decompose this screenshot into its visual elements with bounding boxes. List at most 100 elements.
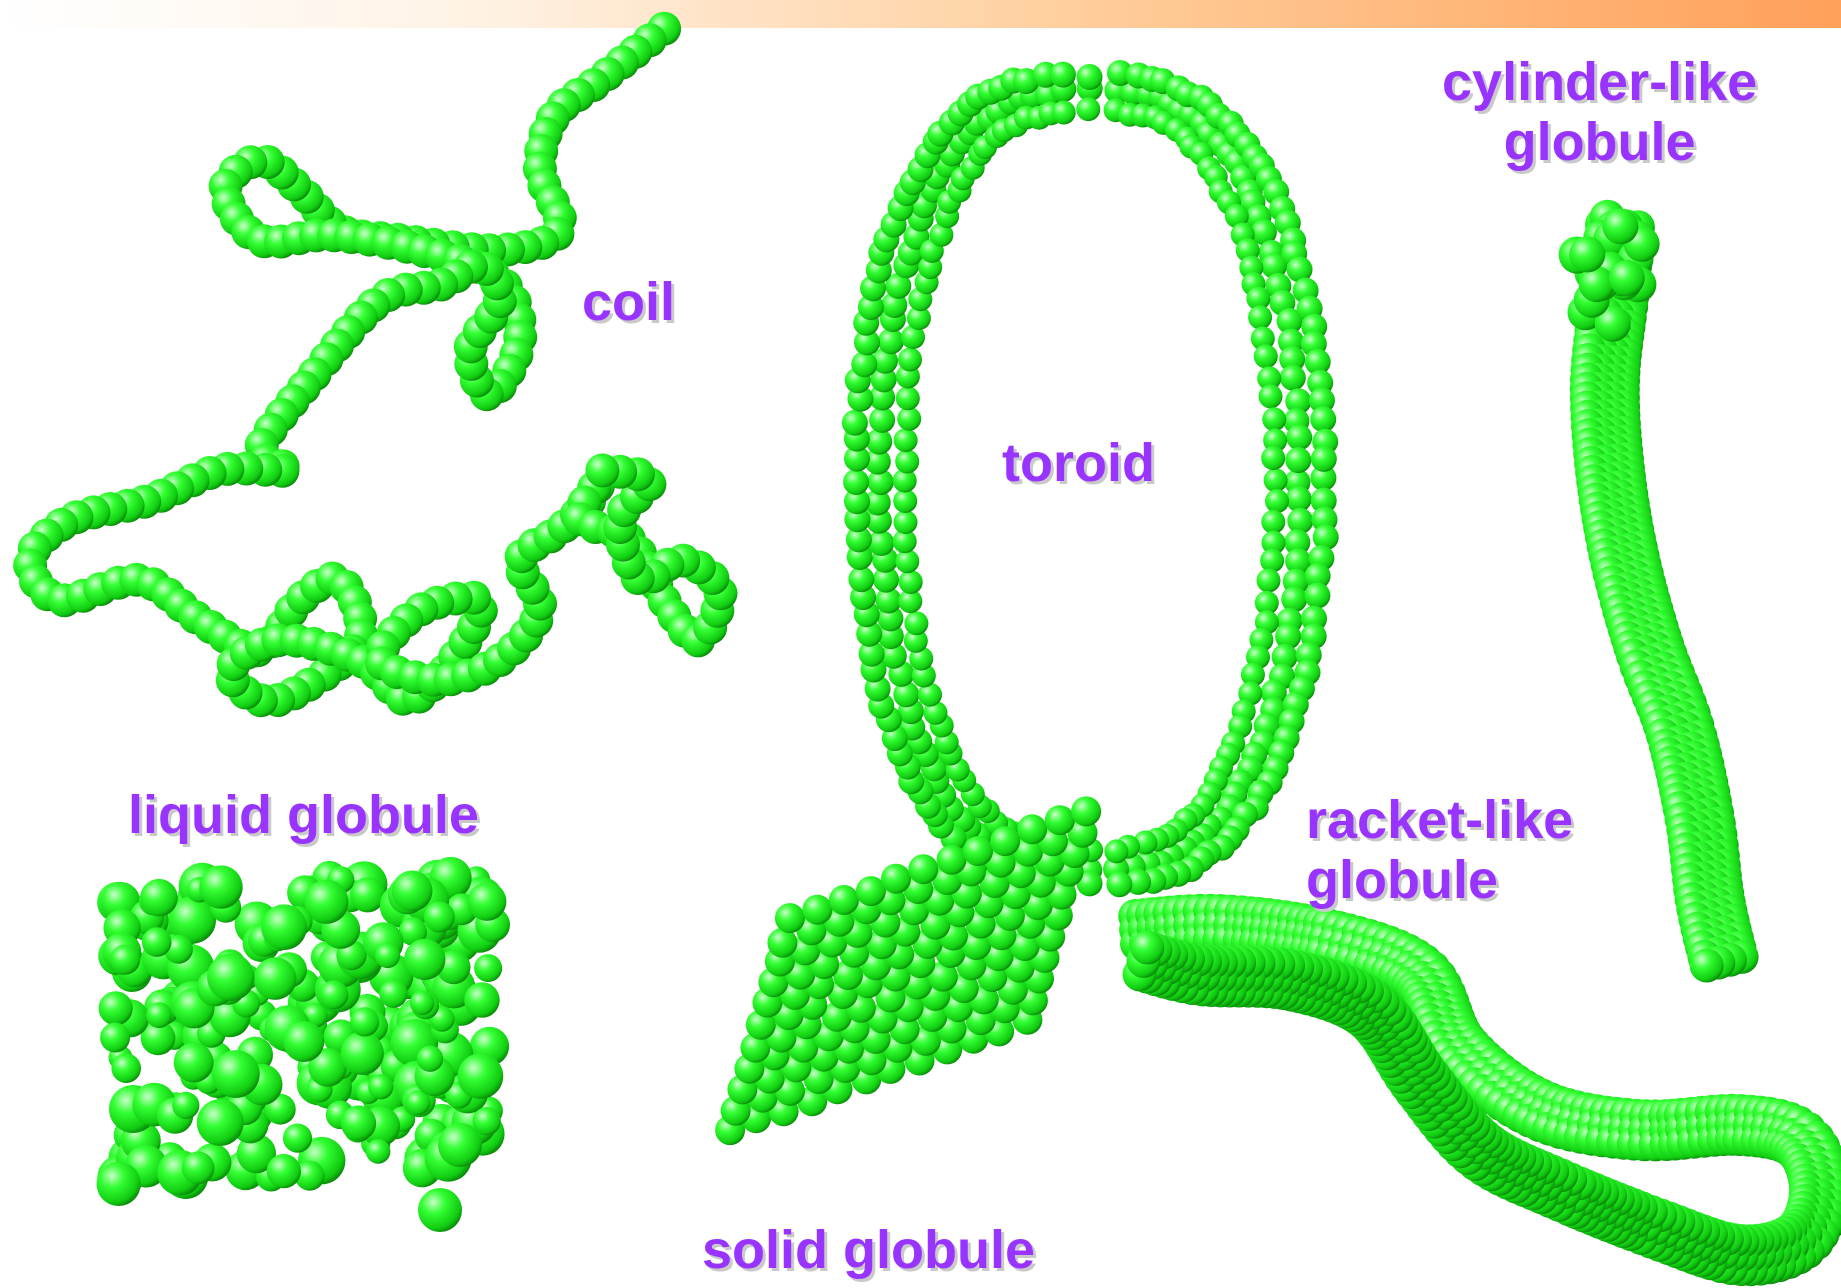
bead xyxy=(1262,407,1286,431)
bead xyxy=(207,954,254,1001)
bead xyxy=(963,836,993,866)
label-cylinder-line2: globule xyxy=(1442,112,1757,172)
bead xyxy=(1602,208,1638,244)
bead xyxy=(1076,97,1100,121)
bead xyxy=(464,982,500,1018)
bead xyxy=(110,945,140,975)
bead xyxy=(1106,871,1132,897)
bead xyxy=(212,1050,260,1098)
bead xyxy=(1280,365,1306,391)
bead xyxy=(1609,260,1645,296)
bead xyxy=(1045,805,1075,835)
label-coil: coil xyxy=(582,272,675,332)
bead xyxy=(350,1007,379,1036)
label-cylinder-like-globule: cylinder-like globule xyxy=(1442,52,1757,173)
bead xyxy=(1017,814,1047,844)
bead xyxy=(172,1092,199,1119)
coil-conformation xyxy=(13,12,737,718)
bead xyxy=(1690,949,1724,983)
bead xyxy=(898,348,922,372)
bead xyxy=(802,895,832,925)
bead xyxy=(197,1099,244,1146)
bead xyxy=(319,980,348,1009)
bead xyxy=(1104,839,1128,863)
bead xyxy=(1130,931,1164,965)
bead xyxy=(97,1162,141,1206)
bead xyxy=(1071,796,1101,826)
bead xyxy=(341,1032,384,1075)
label-racket-line1: racket-like xyxy=(1306,790,1573,850)
bead xyxy=(878,328,904,354)
bead xyxy=(1569,237,1605,273)
bead xyxy=(842,410,868,436)
bead xyxy=(261,904,307,950)
bead xyxy=(1264,468,1288,492)
bead xyxy=(111,1053,141,1083)
label-toroid: toroid xyxy=(1002,433,1155,493)
bead xyxy=(899,570,923,594)
bead xyxy=(881,864,911,894)
bead xyxy=(392,871,433,912)
bead xyxy=(1050,62,1076,88)
bead xyxy=(418,1188,462,1232)
bead xyxy=(140,879,178,917)
bead xyxy=(1248,305,1272,329)
label-liquid-globule: liquid globule xyxy=(128,785,479,845)
bead xyxy=(366,1139,391,1164)
bead xyxy=(199,865,242,908)
bead xyxy=(1260,549,1284,573)
bead xyxy=(1311,446,1337,472)
bead xyxy=(1257,569,1281,593)
bead xyxy=(404,939,445,980)
bead xyxy=(893,489,917,513)
bead xyxy=(1286,424,1312,450)
bead xyxy=(283,1124,312,1153)
bead xyxy=(99,991,133,1025)
bead xyxy=(1261,510,1285,534)
bead xyxy=(283,1021,324,1062)
bead xyxy=(254,957,297,1000)
label-solid-globule: solid globule xyxy=(702,1220,1035,1280)
bead xyxy=(182,1152,215,1185)
bead xyxy=(424,902,455,933)
bead xyxy=(896,386,920,410)
liquid-globule-conformation xyxy=(97,857,511,1232)
bead xyxy=(100,1023,130,1053)
bead xyxy=(904,611,928,635)
bead xyxy=(1077,64,1103,90)
bead xyxy=(146,1002,172,1028)
bead xyxy=(410,991,434,1015)
bead xyxy=(1261,446,1285,470)
label-racket-like-globule: racket-like globule xyxy=(1306,790,1573,911)
bead xyxy=(897,407,921,431)
bead xyxy=(908,854,938,884)
bead xyxy=(585,453,619,487)
bead xyxy=(142,927,172,957)
bead xyxy=(848,566,874,592)
bead xyxy=(895,450,919,474)
bead xyxy=(894,428,918,452)
bead xyxy=(1254,344,1278,368)
bead xyxy=(843,469,869,495)
bead xyxy=(417,1046,443,1072)
bead xyxy=(894,510,918,534)
bead xyxy=(990,826,1020,856)
solid-globule-conformation xyxy=(715,796,1101,1145)
bead xyxy=(438,1123,482,1167)
bead xyxy=(368,1074,393,1099)
bead xyxy=(174,1043,214,1083)
bead xyxy=(937,845,967,875)
bead xyxy=(775,903,805,933)
bead xyxy=(869,407,895,433)
bead xyxy=(341,1105,376,1140)
bead xyxy=(1285,447,1311,473)
bead xyxy=(1259,384,1283,408)
bead xyxy=(267,1154,301,1188)
bead xyxy=(829,885,859,915)
bead xyxy=(458,1053,504,1099)
label-racket-line2: globule xyxy=(1306,850,1573,910)
bead xyxy=(468,882,507,921)
bead xyxy=(851,351,877,377)
bead xyxy=(1304,583,1330,609)
